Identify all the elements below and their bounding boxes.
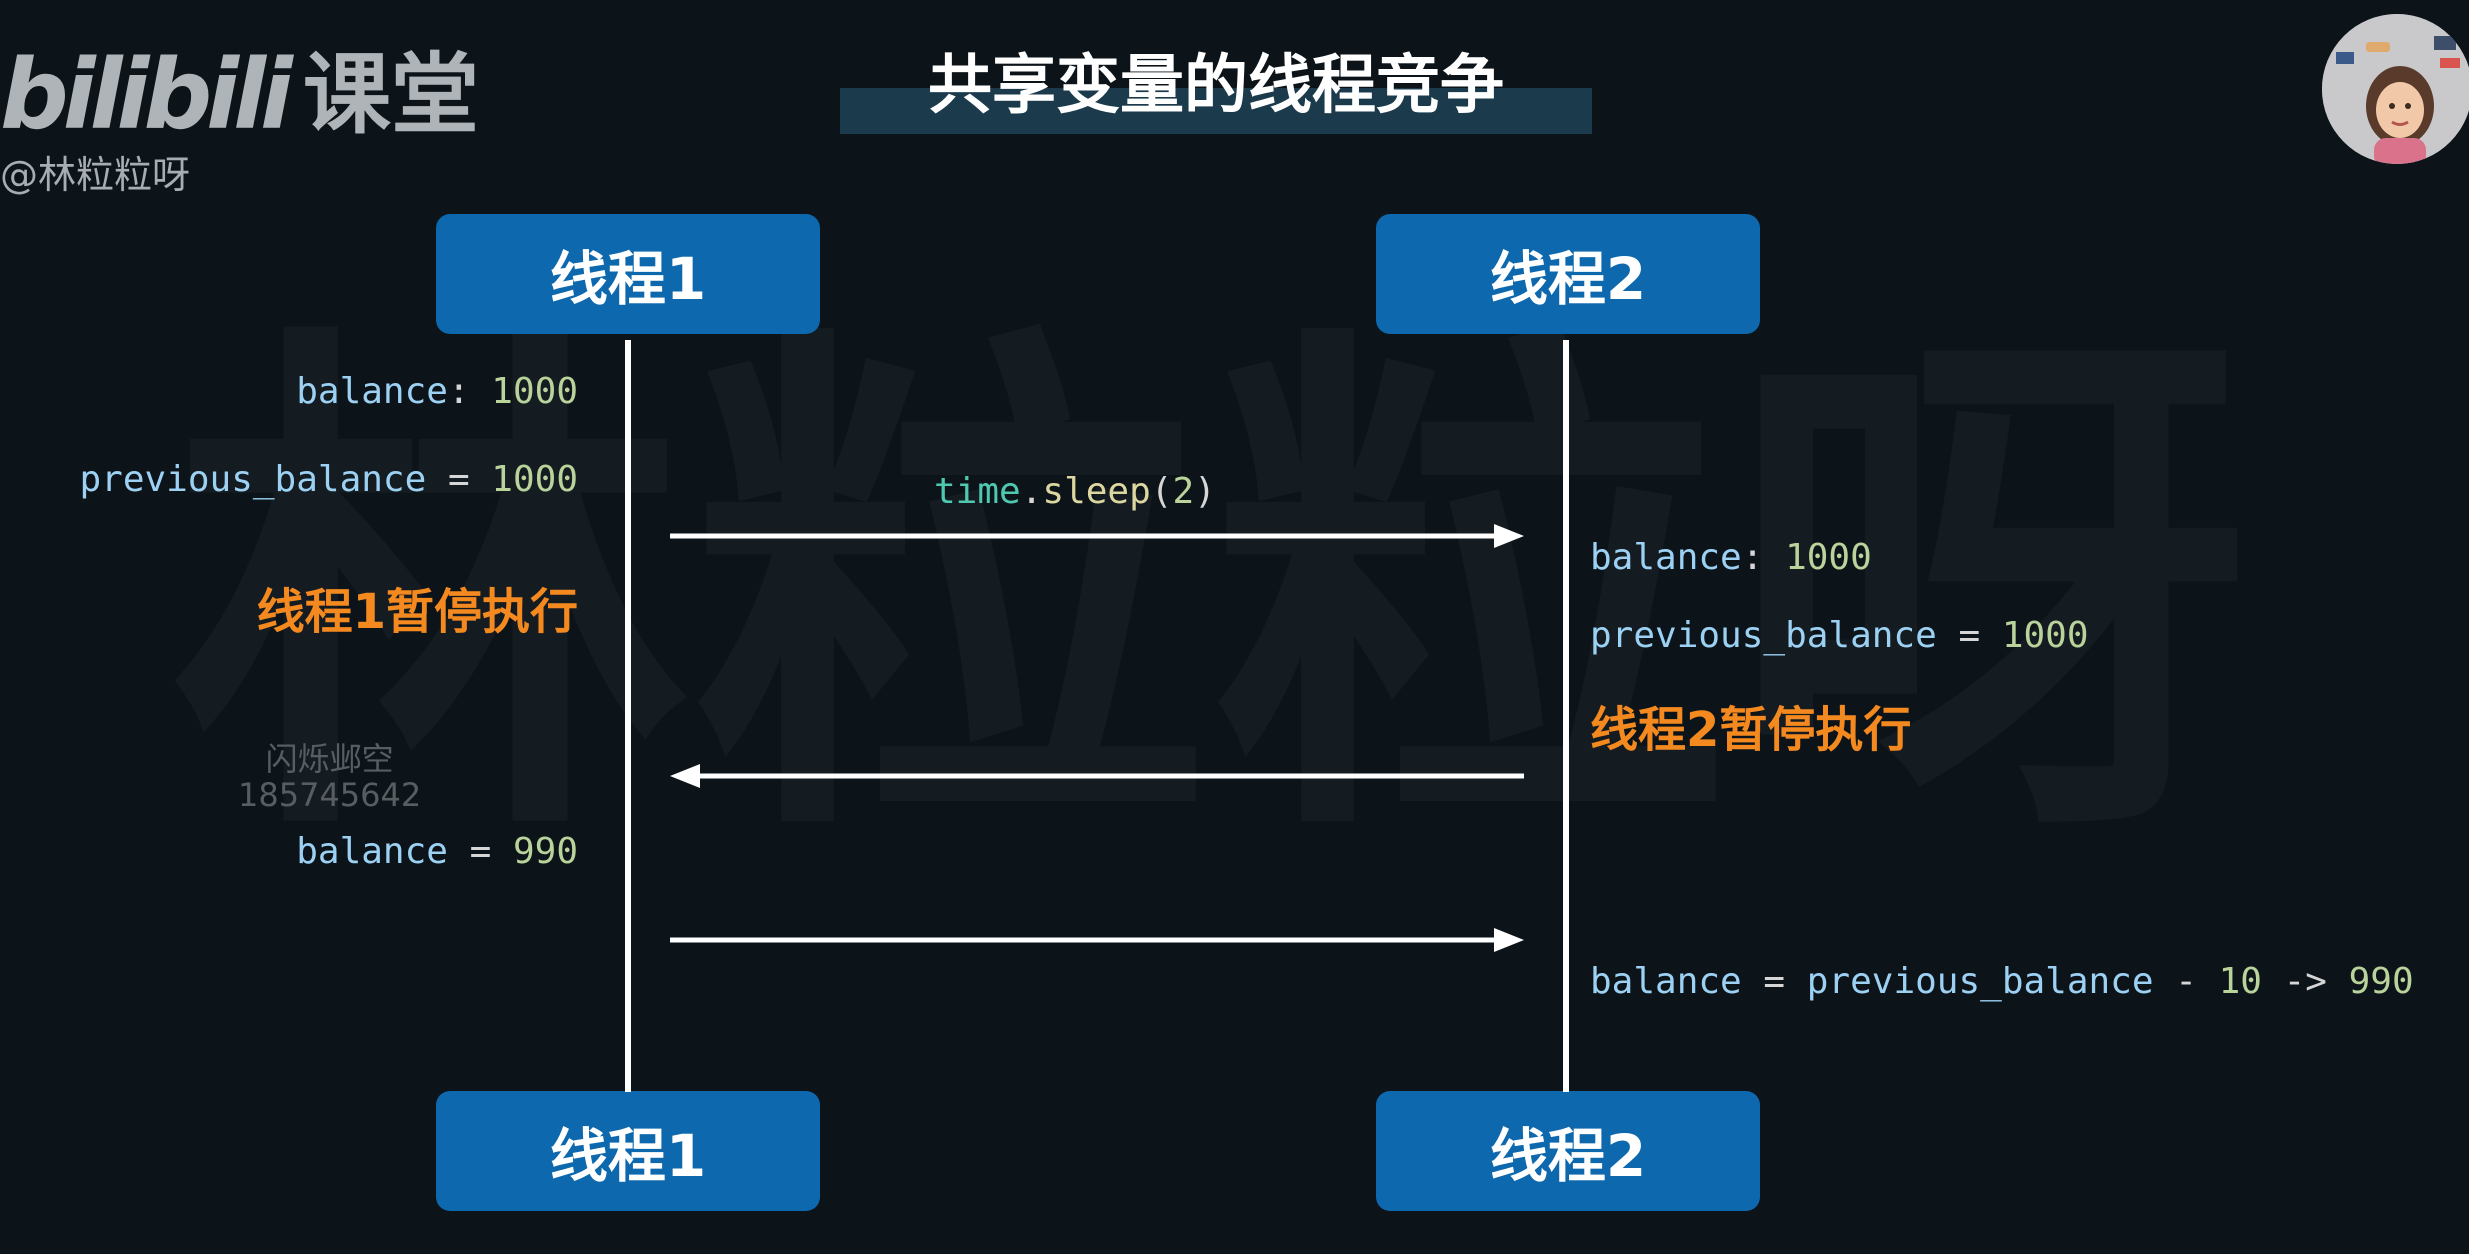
code-variable: balance	[1590, 961, 1742, 1002]
code-operator: ->	[2261, 961, 2349, 1002]
code-variable: previous_balance	[1806, 961, 2154, 1002]
logo-text: bilibili	[0, 39, 293, 151]
code-operator: :	[447, 371, 492, 412]
right-previous-balance-line: previous_balance = 1000	[1590, 618, 2089, 654]
code-number: 990	[512, 831, 578, 872]
thread-2-lifeline	[1563, 340, 1569, 1092]
code-module: time	[934, 471, 1021, 512]
code-operator: =	[1741, 961, 1807, 1002]
title-highlight	[840, 88, 1592, 134]
code-variable: balance	[296, 371, 448, 412]
code-number: 1000	[1785, 537, 1872, 578]
code-operator: =	[447, 831, 513, 872]
code-variable: balance	[296, 831, 448, 872]
stamp-watermark: 闪烁邺空 185745642	[238, 740, 422, 814]
sleep-call-label: time.sleep(2)	[934, 474, 1216, 510]
code-function: sleep	[1042, 471, 1151, 512]
arrow-thread2-to-thread1	[670, 764, 1524, 788]
code-variable: previous_balance	[1590, 615, 1937, 656]
thread-2-footer: 线程2	[1376, 1091, 1760, 1211]
slide-title: 共享变量的线程竞争	[928, 49, 1504, 123]
code-operator: =	[1936, 615, 2002, 656]
code-operator: -	[2153, 961, 2219, 1002]
author-handle: @林粒粒呀	[0, 153, 191, 197]
thread-1-lifeline	[625, 340, 631, 1092]
code-variable: previous_balance	[79, 459, 427, 500]
code-number: 1000	[491, 459, 578, 500]
presenter-avatar-icon	[2322, 14, 2469, 164]
arrow-thread1-to-thread2-sleep	[670, 524, 1524, 548]
arrow-thread1-to-thread2	[670, 928, 1524, 952]
thread-2-pause-label: 线程2暂停执行	[1590, 702, 1912, 758]
stamp-line-2: 185745642	[238, 775, 422, 814]
left-balance-result-line: balance = 990	[296, 834, 578, 870]
logo-suffix: 课堂	[302, 43, 479, 146]
code-paren-close: )	[1194, 471, 1216, 512]
right-balance-compute-line: balance = previous_balance - 10 -> 990	[1590, 964, 2414, 1000]
code-argument: 2	[1172, 471, 1195, 512]
code-number: 1000	[491, 371, 578, 412]
code-paren-open: (	[1150, 471, 1173, 512]
thread-1-pause-label: 线程1暂停执行	[256, 584, 578, 640]
code-number: 990	[2348, 961, 2414, 1002]
code-variable: balance	[1590, 537, 1742, 578]
watermark-text: 林粒粒呀	[170, 284, 2250, 895]
thread-1-header: 线程1	[436, 214, 820, 334]
code-number: 1000	[2001, 615, 2089, 656]
code-dot: .	[1020, 471, 1043, 512]
stamp-line-1: 闪烁邺空	[265, 740, 394, 778]
right-balance-line: balance: 1000	[1590, 540, 1872, 576]
bilibili-logo: bilibili 课堂	[0, 40, 479, 150]
code-operator: =	[426, 459, 492, 500]
code-operator: :	[1741, 537, 1786, 578]
left-previous-balance-line: previous_balance = 1000	[79, 462, 578, 498]
left-balance-line: balance: 1000	[296, 374, 578, 410]
code-number: 10	[2218, 961, 2262, 1002]
thread-1-footer: 线程1	[436, 1091, 820, 1211]
thread-2-header: 线程2	[1376, 214, 1760, 334]
